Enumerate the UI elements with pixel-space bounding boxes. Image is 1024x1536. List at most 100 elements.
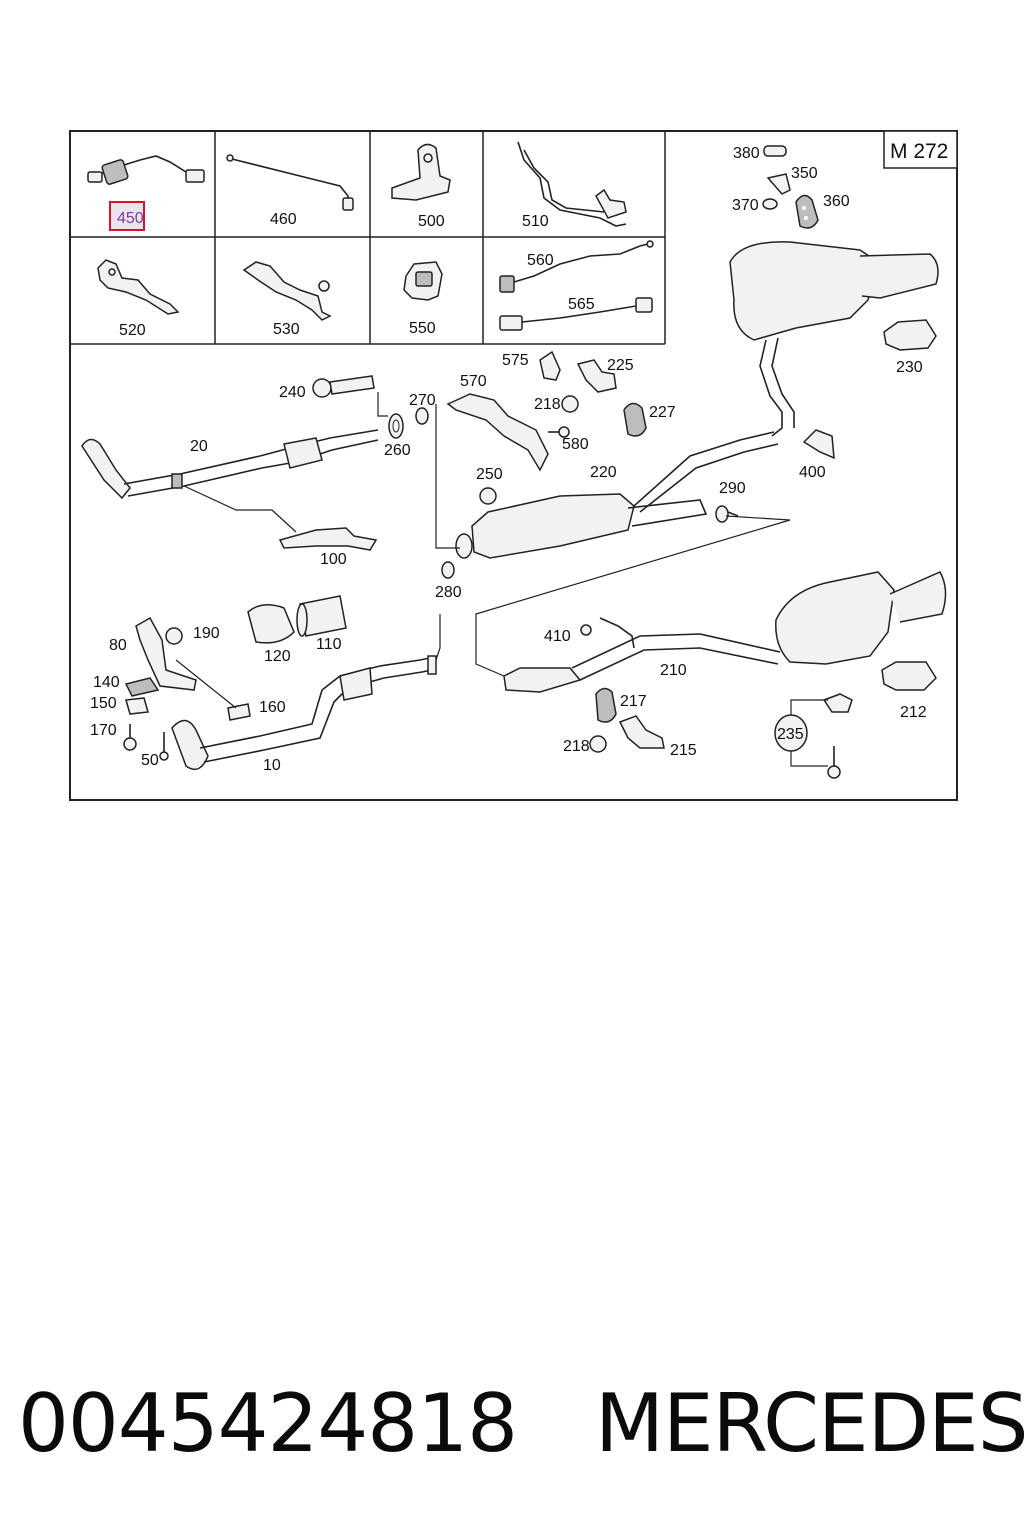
label-510[interactable]: 510 (522, 213, 549, 230)
label-230[interactable]: 230 (896, 359, 923, 376)
label-160[interactable]: 160 (259, 699, 286, 716)
part-260-gasket[interactable] (388, 413, 404, 439)
part-160-clip[interactable] (227, 703, 251, 721)
part-217-rubber-hanger[interactable] (595, 687, 617, 723)
model-label: M 272 (890, 140, 948, 163)
label-217[interactable]: 217 (620, 693, 647, 710)
brand-name: MERCEDES (594, 1376, 1024, 1470)
part-280-ring[interactable] (441, 561, 455, 579)
label-560[interactable]: 560 (527, 252, 554, 269)
label-530[interactable]: 530 (273, 321, 300, 338)
leader-lines (175, 392, 828, 767)
part-250-nut[interactable] (479, 487, 497, 505)
label-140[interactable]: 140 (93, 674, 120, 691)
label-240[interactable]: 240 (279, 384, 306, 401)
label-80[interactable]: 80 (109, 637, 127, 654)
label-120[interactable]: 120 (264, 648, 291, 665)
label-450[interactable]: 450 (117, 210, 144, 227)
part-350-screw[interactable] (766, 173, 791, 195)
label-460[interactable]: 460 (270, 211, 297, 228)
part-80-bracket[interactable] (135, 616, 197, 691)
part-225-hanger-bracket[interactable] (576, 359, 617, 393)
label-225[interactable]: 225 (607, 357, 634, 374)
label-215[interactable]: 215 (670, 742, 697, 759)
label-260[interactable]: 260 (384, 442, 411, 459)
label-218-lower[interactable]: 218 (563, 738, 590, 755)
part-230-tailpipe-tip[interactable] (883, 319, 937, 351)
part-560-cable[interactable] (499, 240, 654, 293)
part-370-washer[interactable] (762, 198, 778, 210)
part-190-nut[interactable] (165, 627, 183, 645)
label-110[interactable]: 110 (316, 636, 342, 653)
label-565[interactable]: 565 (568, 296, 595, 313)
label-235[interactable]: 235 (777, 726, 804, 743)
label-218-upper[interactable]: 218 (534, 396, 561, 413)
part-240-bolt[interactable] (312, 375, 375, 398)
part-510-bracket[interactable] (517, 141, 627, 227)
part-550-clip[interactable] (403, 261, 443, 301)
label-500[interactable]: 500 (418, 213, 445, 230)
label-212[interactable]: 212 (900, 704, 927, 721)
part-218-nut-upper[interactable] (561, 395, 579, 413)
label-410[interactable]: 410 (544, 628, 571, 645)
part-210-rear-pipe[interactable] (503, 633, 781, 693)
part-220-middle-silencer[interactable] (455, 431, 779, 559)
part-500-bracket[interactable] (391, 143, 451, 201)
part-120-heat-shield[interactable] (247, 604, 295, 644)
part-20-front-pipe-catalyst[interactable] (81, 429, 379, 500)
part-270-ring[interactable] (415, 407, 429, 425)
part-460-sensor-cable[interactable] (226, 154, 354, 211)
part-212-tailpipe-tip[interactable] (881, 661, 937, 691)
part-290-clamp[interactable] (715, 505, 739, 523)
label-50[interactable]: 50 (141, 752, 159, 769)
label-580[interactable]: 580 (562, 436, 589, 453)
part-580-bolt[interactable] (548, 426, 570, 438)
label-380[interactable]: 380 (733, 145, 760, 162)
part-110-heat-shield[interactable] (296, 595, 347, 637)
part-450-oxygen-sensor[interactable] (87, 155, 205, 185)
part-565-cable[interactable] (499, 297, 653, 331)
part-140-clamp[interactable] (124, 677, 160, 697)
rear-silencer-upper[interactable] (729, 241, 939, 437)
part-100-bracket[interactable] (278, 527, 378, 551)
label-520[interactable]: 520 (119, 322, 146, 339)
label-350[interactable]: 350 (791, 165, 818, 182)
label-280[interactable]: 280 (435, 584, 462, 601)
part-380-clamp[interactable] (763, 145, 787, 157)
part-575-bracket[interactable] (539, 350, 561, 381)
label-220[interactable]: 220 (590, 464, 617, 481)
part-215-hanger-bracket[interactable] (618, 715, 665, 749)
part-218-nut-lower[interactable] (589, 735, 607, 753)
part-150-clip[interactable] (125, 697, 149, 715)
label-100[interactable]: 100 (320, 551, 347, 568)
part-410-hanger-rod[interactable] (580, 617, 635, 649)
label-170[interactable]: 170 (90, 722, 117, 739)
label-400[interactable]: 400 (799, 464, 826, 481)
label-370[interactable]: 370 (732, 197, 759, 214)
label-190[interactable]: 190 (193, 625, 220, 642)
label-227[interactable]: 227 (649, 404, 676, 421)
part-50-stud[interactable] (159, 732, 169, 761)
label-210[interactable]: 210 (660, 662, 687, 679)
label-290[interactable]: 290 (719, 480, 746, 497)
part-number: 0045424818 (18, 1376, 518, 1470)
part-530-bracket[interactable] (242, 261, 332, 321)
part-170-bolt[interactable] (123, 724, 137, 751)
label-150[interactable]: 150 (90, 695, 117, 712)
part-570-bracket[interactable] (446, 393, 549, 472)
label-570[interactable]: 570 (460, 373, 487, 390)
label-250[interactable]: 250 (476, 466, 503, 483)
label-270[interactable]: 270 (409, 392, 436, 409)
part-400-bracket[interactable] (802, 429, 835, 460)
label-360[interactable]: 360 (823, 193, 850, 210)
label-550[interactable]: 550 (409, 320, 436, 337)
label-20[interactable]: 20 (190, 438, 208, 455)
part-360-rubber-hanger[interactable] (795, 194, 819, 229)
part-10-front-pipe-catalyst[interactable] (171, 655, 437, 771)
highlight-box (109, 201, 145, 231)
label-575[interactable]: 575 (502, 352, 529, 369)
label-10[interactable]: 10 (263, 757, 281, 774)
rear-silencer-lower[interactable] (775, 571, 947, 665)
part-520-bracket[interactable] (97, 259, 180, 315)
part-227-rubber-hanger[interactable] (623, 402, 647, 437)
